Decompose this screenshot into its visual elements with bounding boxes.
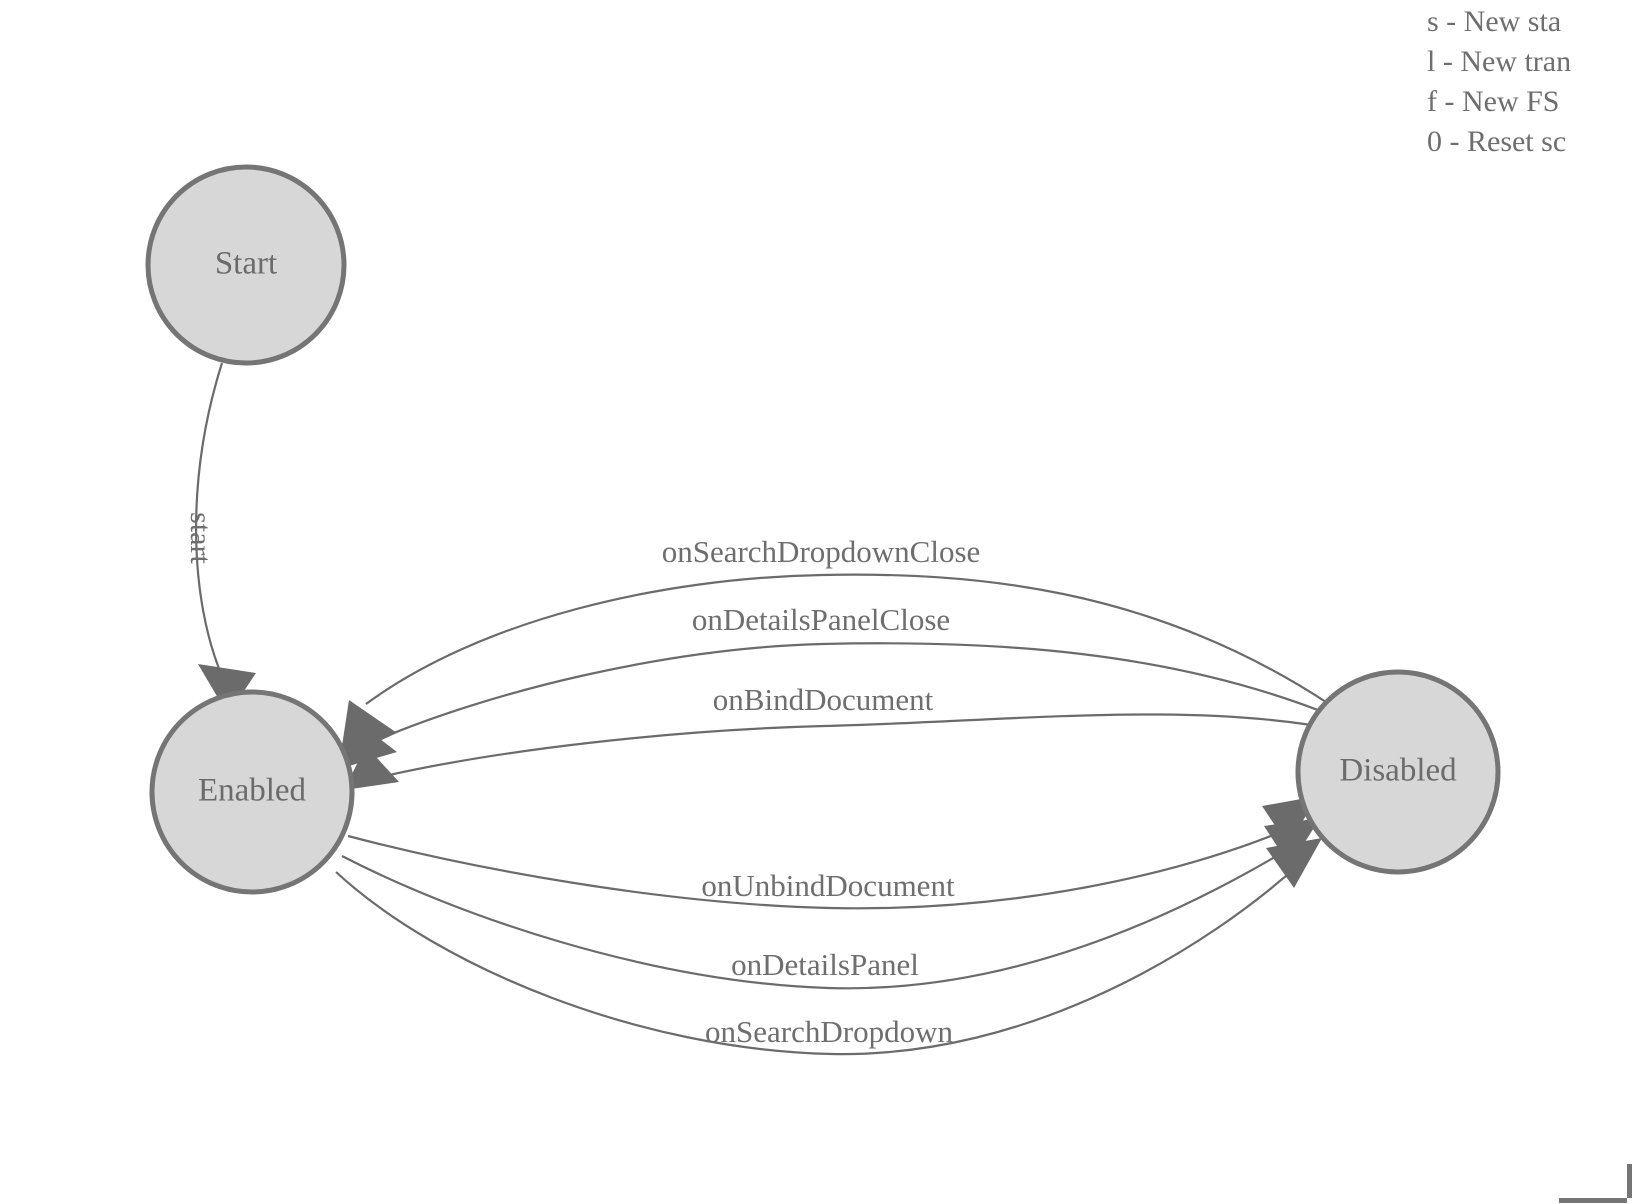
node-start[interactable]: Start	[145, 164, 347, 366]
edge-label-on-bind-document: onBindDocument	[713, 682, 934, 717]
edge-label-on-details-panel-close: onDetailsPanelClose	[692, 602, 950, 637]
edge-start[interactable]	[194, 362, 256, 715]
edge-label-on-unbind-document: onUnbindDocument	[701, 868, 955, 903]
help-legend-line-new-state: s - New sta	[1427, 5, 1562, 38]
edge-on-bind-document-path[interactable]	[375, 713, 1341, 780]
edge-on-search-dropdown-close-path[interactable]	[365, 573, 1330, 705]
help-legend: s - New sta l - New tran f - New FS 0 - …	[1427, 0, 1632, 162]
node-enabled[interactable]: Enabled	[149, 689, 355, 895]
node-disabled-label: Disabled	[1339, 753, 1457, 789]
edge-on-unbind-document-path[interactable]	[347, 822, 1301, 910]
edge-on-details-panel[interactable]	[341, 818, 1320, 990]
help-legend-line-new-fsm: f - New FS	[1427, 85, 1560, 118]
help-legend-line-new-transition: l - New tran	[1427, 45, 1572, 78]
edge-start-path[interactable]	[194, 362, 224, 677]
edge-on-details-panel-close-path[interactable]	[371, 642, 1334, 744]
node-enabled-label: Enabled	[198, 773, 307, 809]
edge-on-search-dropdown[interactable]	[335, 838, 1322, 1056]
node-enabled-circle[interactable]	[149, 689, 355, 895]
edge-on-details-panel-close[interactable]	[342, 642, 1334, 768]
horizontal-scrollbar-thumb[interactable]	[1559, 1198, 1627, 1203]
edge-start-arrowhead	[198, 664, 256, 715]
edge-on-bind-document[interactable]	[344, 713, 1341, 790]
node-disabled-circle[interactable]	[1295, 669, 1501, 875]
node-start-circle[interactable]	[145, 164, 347, 366]
edge-on-details-panel-arrowhead	[1264, 818, 1320, 866]
edge-on-details-panel-path[interactable]	[341, 841, 1301, 990]
node-disabled[interactable]: Disabled	[1295, 669, 1501, 875]
edge-label-on-details-panel: onDetailsPanel	[731, 947, 919, 982]
edge-label-on-search-dropdown-close: onSearchDropdownClose	[662, 534, 981, 569]
edge-on-bind-document-arrowhead	[344, 746, 399, 790]
edge-label-start: start	[184, 512, 217, 564]
edge-label-on-search-dropdown: onSearchDropdown	[705, 1014, 953, 1049]
edge-on-details-panel-close-arrowhead	[342, 722, 397, 768]
vertical-scrollbar-thumb[interactable]	[1627, 1164, 1632, 1198]
edge-on-search-dropdown-path[interactable]	[335, 859, 1305, 1056]
node-start-label: Start	[215, 246, 277, 282]
help-legend-line-reset-scale: 0 - Reset sc	[1427, 125, 1567, 158]
edge-on-search-dropdown-arrowhead	[1266, 838, 1322, 888]
